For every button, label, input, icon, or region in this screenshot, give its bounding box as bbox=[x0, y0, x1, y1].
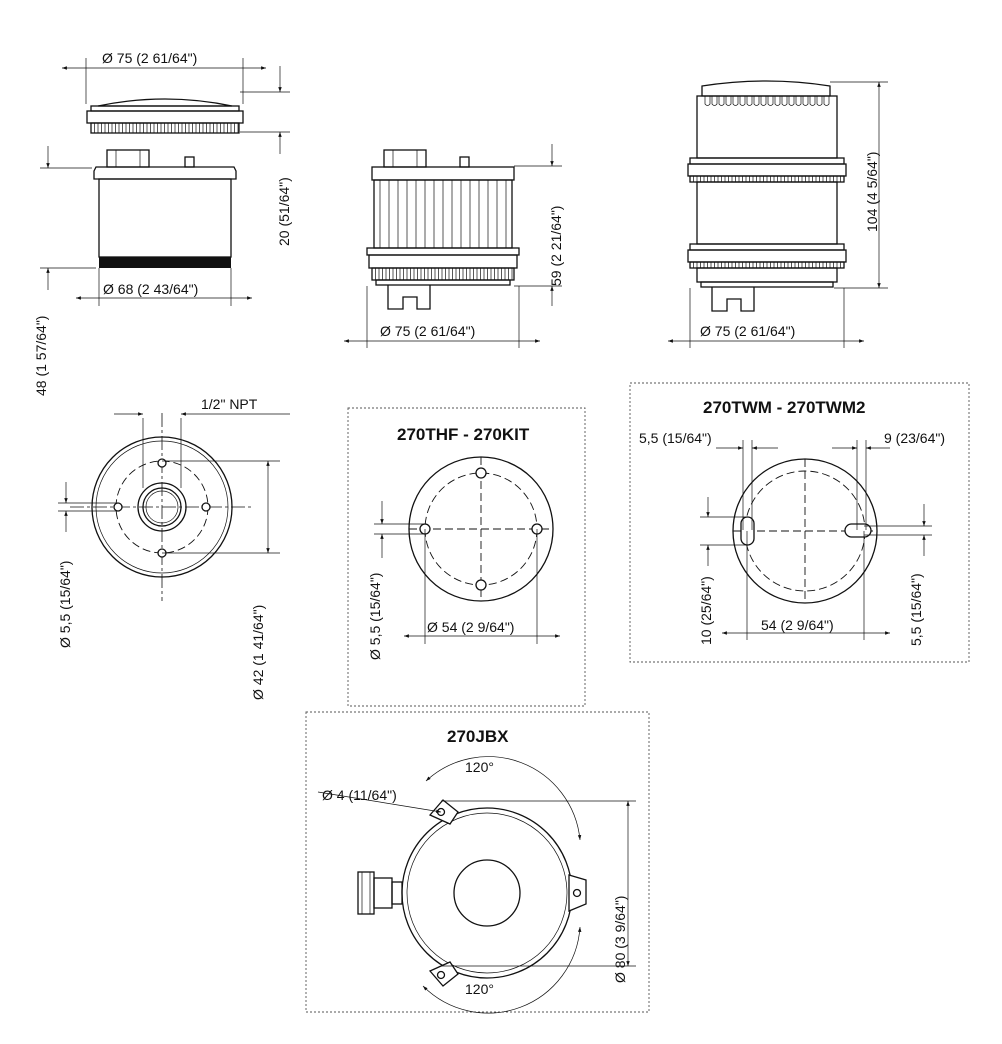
jbx-title: 270JBX bbox=[447, 727, 509, 746]
view-270thf-270kit: 270THF - 270KIT Ø 5,5 (15/64") Ø 54 (2 9… bbox=[347, 407, 586, 707]
thf-title: 270THF - 270KIT bbox=[397, 425, 530, 444]
twm-slot-width-right-label: 5,5 (15/64") bbox=[908, 573, 924, 646]
jbx-circle-label: Ø 80 (3 9/64") bbox=[612, 896, 628, 983]
thf-bolt-circle-label: Ø 54 (2 9/64") bbox=[427, 619, 514, 635]
twm-slot-width-label: 5,5 (15/64") bbox=[639, 430, 712, 446]
twm-slot-height-label: 10 (25/64") bbox=[698, 576, 714, 645]
cap-drawing bbox=[86, 98, 244, 134]
hole-diameter-label: Ø 5,5 (15/64") bbox=[57, 561, 73, 648]
tall-height-label: 104 (4 5/64") bbox=[864, 152, 880, 232]
thread-label: 1/2" NPT bbox=[201, 396, 258, 412]
middle-module-drawing bbox=[366, 149, 520, 310]
view-base-top: 1/2" NPT Ø 5,5 (15/64") Ø 42 (1 41/64") bbox=[57, 396, 290, 700]
middle-height-label: 59 (2 21/64") bbox=[548, 206, 564, 286]
tall-diameter-label: Ø 75 (2 61/64") bbox=[700, 323, 795, 339]
cap-height-label: 20 (51/64") bbox=[276, 177, 292, 246]
view-270twm-270twm2: 270TWM - 270TWM2 5,5 (15/64") 9 (23/64")… bbox=[629, 382, 970, 663]
bolt-circle-42-label: Ø 42 (1 41/64") bbox=[250, 605, 266, 700]
twm-slot-length-label: 9 (23/64") bbox=[884, 430, 945, 446]
jbx-angle-top-label: 120° bbox=[465, 759, 494, 775]
base-module-drawing bbox=[93, 149, 237, 268]
view-middle-module: 59 (2 21/64") Ø 75 (2 61/64") bbox=[344, 144, 564, 348]
view-tall-module: 104 (4 5/64") Ø 75 (2 61/64") bbox=[668, 80, 888, 348]
view-base-module: Ø 75 (2 61/64") 20 (51/64") 48 (1 57/64"… bbox=[33, 50, 292, 396]
middle-diameter-label: Ø 75 (2 61/64") bbox=[380, 323, 475, 339]
twm-title: 270TWM - 270TWM2 bbox=[703, 398, 865, 417]
base-height-label: 48 (1 57/64") bbox=[33, 316, 49, 396]
thf-hole-label: Ø 5,5 (15/64") bbox=[367, 573, 383, 660]
base-diameter-label: Ø 68 (2 43/64") bbox=[103, 281, 198, 297]
top-cap-diameter-label: Ø 75 (2 61/64") bbox=[102, 50, 197, 66]
twm-bolt-circle-label: 54 (2 9/64") bbox=[761, 617, 834, 633]
jbx-angle-bottom-label: 120° bbox=[465, 981, 494, 997]
jbx-hole-label: Ø 4 (11/64") bbox=[322, 787, 397, 803]
view-270jbx: 270JBX 120° 120° Ø 4 (11/64") Ø 80 (3 9/… bbox=[305, 711, 650, 1014]
tall-module-drawing bbox=[687, 80, 847, 312]
